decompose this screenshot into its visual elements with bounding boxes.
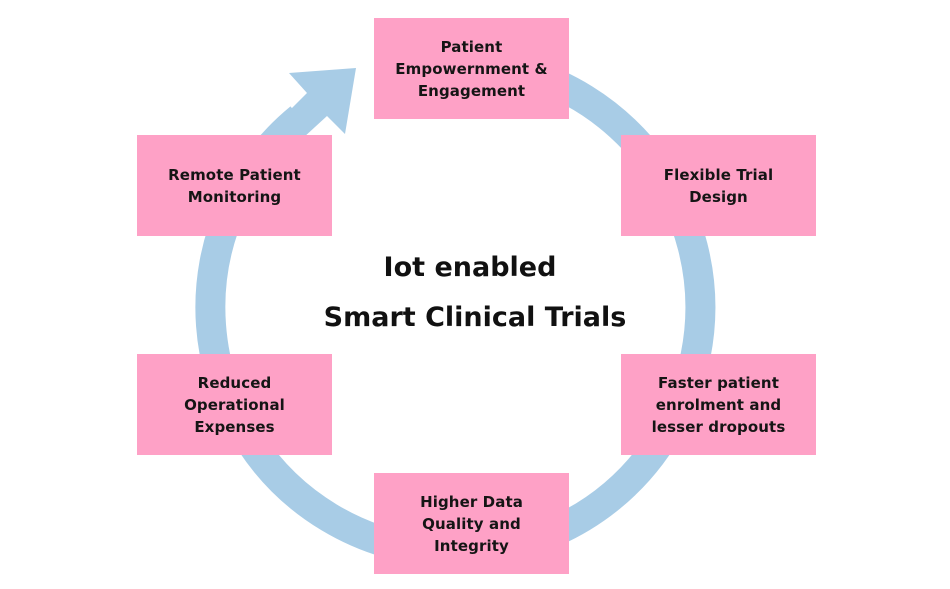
node-remote-monitoring: Remote Patient Monitoring [137, 135, 332, 236]
node-patient-empowerment: Patient Empowernment & Engagement [374, 18, 569, 119]
node-label: Reduced Operational Expenses [184, 373, 285, 436]
node-reduced-expenses: Reduced Operational Expenses [137, 354, 332, 455]
node-faster-enrolment: Faster patient enrolment and lesser drop… [621, 354, 816, 455]
center-title-line1: Iot enabled [383, 252, 557, 283]
cycle-arrowhead-icon [282, 68, 356, 138]
node-label: Flexible Trial Design [663, 165, 774, 206]
node-label: Patient Empowernment & Engagement [395, 37, 548, 100]
center-title-line2: Smart Clinical Trials [323, 302, 627, 333]
node-label: Higher Data Quality and Integrity [420, 492, 523, 555]
node-label: Faster patient enrolment and lesser drop… [651, 373, 786, 436]
node-data-quality: Higher Data Quality and Integrity [374, 473, 569, 574]
node-label: Remote Patient Monitoring [168, 165, 301, 206]
node-flexible-trial-design: Flexible Trial Design [621, 135, 816, 236]
